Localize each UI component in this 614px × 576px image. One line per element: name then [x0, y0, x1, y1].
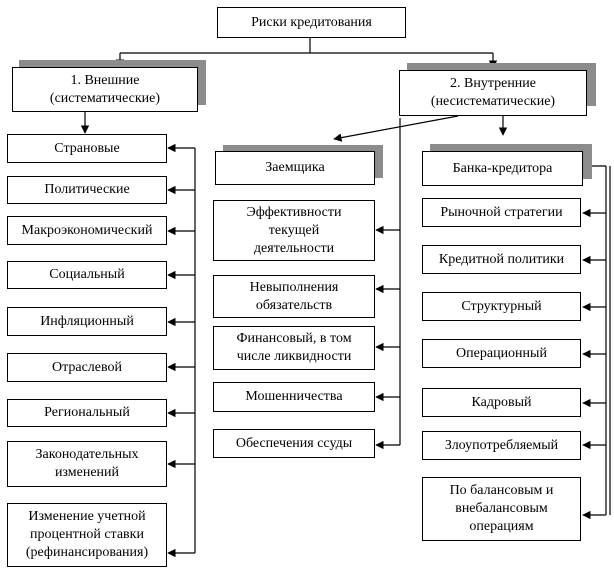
- node-label: Операционный: [456, 345, 547, 361]
- borrower-item-fraud: Мошенничества: [213, 382, 375, 412]
- node-label: Кадровый: [471, 394, 532, 410]
- node-label: Рыночной стратегии: [440, 204, 563, 220]
- node-label: Эффективности текущей деятельности: [246, 204, 342, 256]
- root-label: Риски кредитования: [251, 14, 372, 30]
- bank-item-personnel: Кадровый: [422, 388, 581, 417]
- node-label: Финансовый, в том числе ликвидности: [236, 331, 352, 364]
- external-item-inflation: Инфляционный: [7, 307, 167, 336]
- borrower-item-collateral: Обеспечения ссуды: [213, 429, 375, 458]
- bank-item-operational: Операционный: [422, 339, 581, 368]
- node-label: Социальный: [49, 267, 125, 282]
- bank-item-balance-operations: По балансовым и внебалансовым операциям: [422, 477, 581, 541]
- bank-item-structural: Структурный: [422, 292, 581, 321]
- node-label: Кредитной политики: [438, 251, 565, 267]
- node-label: Невыполнения обязательств: [249, 279, 339, 313]
- bank-item-market-strategy: Рыночной стратегии: [422, 198, 581, 227]
- borrower-item-default: Невыполнения обязательств: [213, 275, 375, 318]
- borrower-node: Заемщика: [215, 151, 375, 185]
- node-label: Макроэкономический: [21, 222, 153, 238]
- bank-item-credit-policy: Кредитной политики: [422, 245, 581, 274]
- root-node: Риски кредитования: [217, 7, 406, 38]
- node-label: Страновые: [54, 140, 120, 156]
- external-item-refinancing-rate: Изменение учетной процентной ставки (реф…: [7, 503, 167, 567]
- node-label: Злоупотребляемый: [444, 437, 559, 453]
- node-label: Структурный: [461, 298, 542, 314]
- node-label: Изменение учетной процентной ставки (реф…: [25, 509, 149, 560]
- bank-node: Банка-кредитора: [422, 151, 583, 186]
- bank-item-abuse: Злоупотребляемый: [422, 431, 581, 460]
- external-item-political: Политические: [7, 176, 167, 204]
- node-label: Инфляционный: [40, 313, 134, 329]
- external-item-country: Страновые: [7, 134, 167, 163]
- node-label: Обеспечения ссуды: [235, 435, 353, 451]
- internal-node: 2. Внутренние (несистематические): [399, 70, 587, 116]
- external-item-legislative: Законодательных изменений: [7, 441, 167, 487]
- external-title: 1. Внешние (систематические): [49, 72, 161, 106]
- borrower-item-efficiency: Эффективности текущей деятельности: [213, 200, 375, 261]
- external-item-regional: Региональный: [7, 399, 167, 427]
- borrower-title: Заемщика: [265, 160, 325, 175]
- node-label: Мошенничества: [245, 389, 343, 404]
- external-item-macroeconomic: Макроэкономический: [7, 216, 167, 245]
- node-label: По балансовым и внебалансовым операциям: [449, 483, 554, 534]
- node-label: Законодательных изменений: [35, 447, 139, 480]
- node-label: Политические: [44, 182, 130, 197]
- internal-title: 2. Внутренние (несистематические): [430, 76, 556, 109]
- node-label: Отраслевой: [51, 359, 123, 375]
- bank-title: Банка-кредитора: [452, 160, 553, 176]
- external-node: 1. Внешние (систематические): [12, 67, 198, 112]
- borrower-item-financial: Финансовый, в том числе ликвидности: [213, 326, 375, 370]
- external-item-social: Социальный: [7, 261, 167, 289]
- node-label: Региональный: [44, 405, 130, 420]
- external-item-industry: Отраслевой: [7, 353, 167, 382]
